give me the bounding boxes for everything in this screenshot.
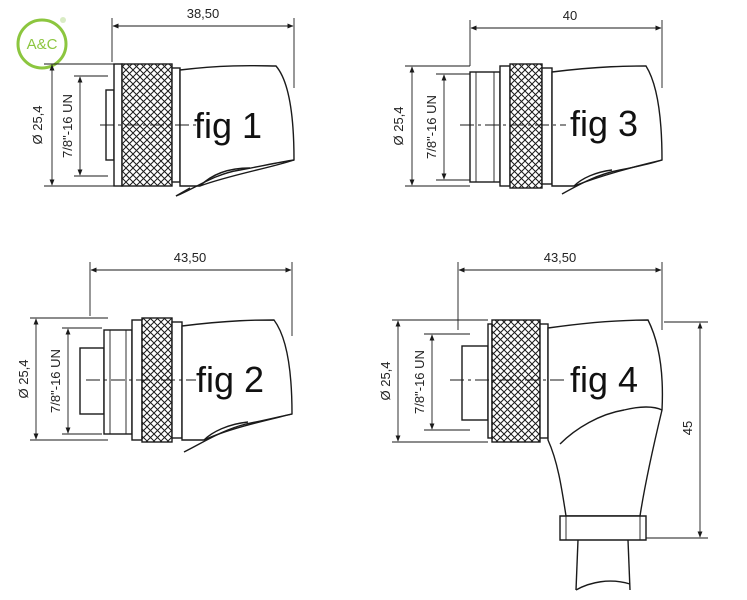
fig2-label: fig 2 (196, 359, 264, 400)
figure-3: 40 Ø 25,4 7/8"-16 UN fig 3 (391, 8, 663, 195)
fig4-length-label: 43,50 (544, 250, 577, 265)
figure-4: 43,50 45 Ø 25,4 7/8"-16 UN fig 4 (378, 250, 708, 591)
fig1-thread-label: 7/8"-16 UN (60, 94, 75, 158)
fig3-knurled-nut (509, 63, 543, 189)
fig2-thread-label: 7/8"-16 UN (48, 349, 63, 413)
fig2-diameter-label: Ø 25,4 (16, 359, 31, 398)
fig3-thread-label: 7/8"-16 UN (424, 95, 439, 159)
ac-logo: A&C (16, 17, 68, 70)
figure-2: 43,50 Ø 25,4 7/8"-16 UN fig 2 (16, 250, 293, 453)
fig4-height-label: 45 (680, 421, 695, 435)
fig1-label: fig 1 (194, 105, 262, 146)
fig4-label: fig 4 (570, 359, 638, 400)
fig2-length-label: 43,50 (174, 250, 207, 265)
fig4-diameter-label: Ø 25,4 (378, 361, 393, 400)
fig1-length-label: 38,50 (187, 6, 220, 21)
fig1-diameter-label: Ø 25,4 (30, 105, 45, 144)
figure-1: 38,50 Ø 25,4 7/8"-16 UN fig 1 (30, 6, 295, 197)
fig4-thread-label: 7/8"-16 UN (412, 350, 427, 414)
fig4-knurled-nut (491, 319, 541, 443)
fig3-length-label: 40 (563, 8, 577, 23)
logo-text: A&C (27, 36, 58, 53)
fig3-diameter-label: Ø 25,4 (391, 106, 406, 145)
fig3-label: fig 3 (570, 103, 638, 144)
